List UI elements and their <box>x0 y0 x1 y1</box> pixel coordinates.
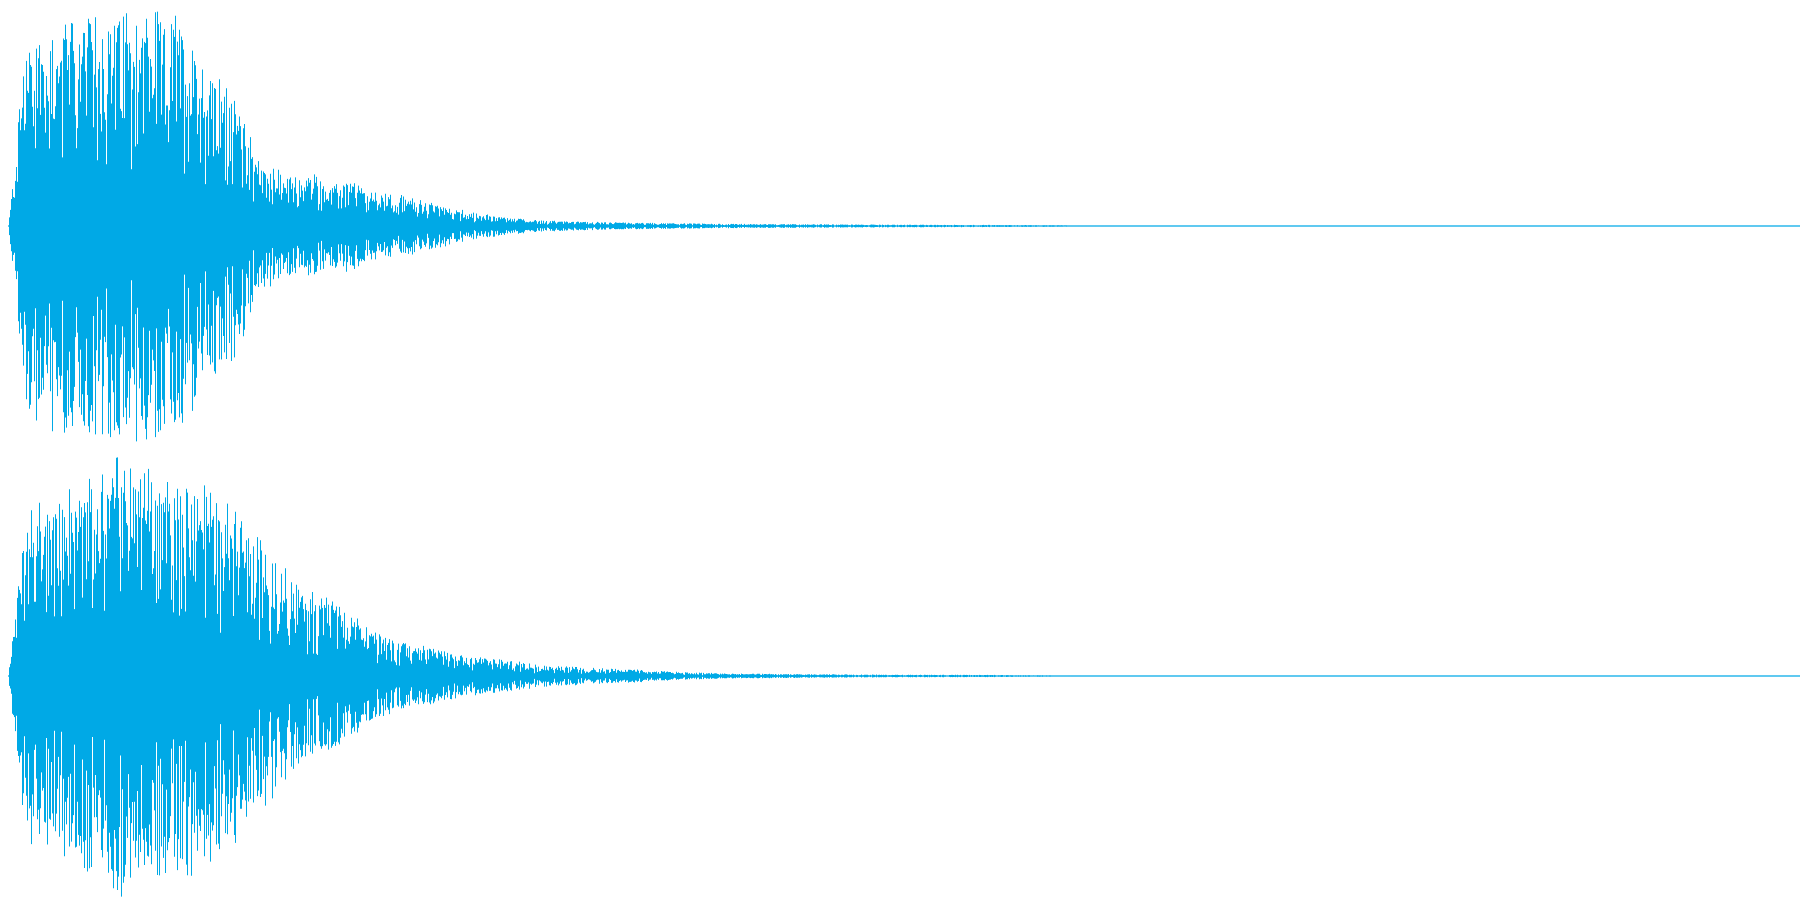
waveform-samples <box>9 11 1115 442</box>
waveform-channel-1[interactable] <box>8 11 1800 442</box>
waveform-channel-2[interactable] <box>8 457 1800 897</box>
waveform-samples <box>9 457 1081 897</box>
